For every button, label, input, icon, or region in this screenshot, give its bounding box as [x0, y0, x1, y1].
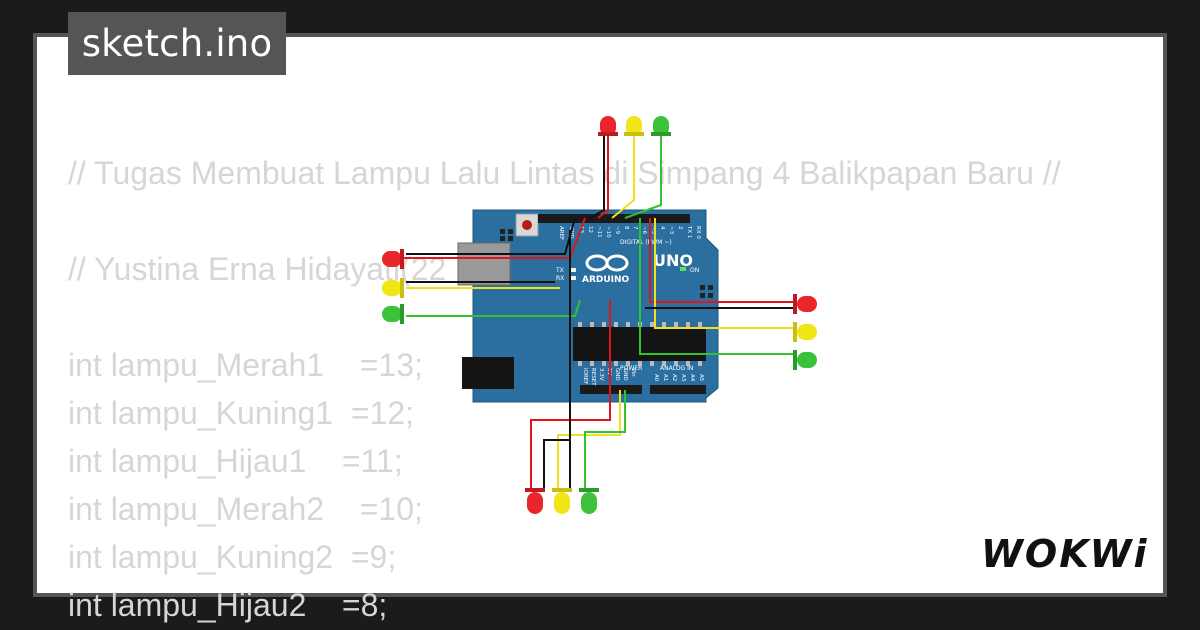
arduino-logo-text: ARDUINO — [582, 275, 630, 285]
power-jack — [462, 357, 514, 389]
code-line: int lampu_Hijau1 =11; — [68, 443, 403, 479]
pin-label: IOREF — [582, 368, 588, 384]
code-line: int lampu_Merah1 =13; — [68, 347, 423, 383]
reset-button[interactable] — [522, 220, 532, 230]
wires — [402, 136, 793, 488]
led-right-yellow[interactable] — [793, 322, 817, 342]
arduino-logo-icon — [585, 254, 629, 272]
tx-label: TX — [555, 267, 564, 274]
pin-label: 4 — [659, 226, 665, 230]
pin-label: 3.3V — [598, 368, 604, 381]
wokwi-logo[interactable]: WOKWi — [975, 527, 1151, 583]
pin-label: A5 — [698, 374, 704, 382]
led-right-red[interactable] — [793, 294, 817, 314]
pin-label: RESET — [590, 368, 596, 386]
pin-label: 8 — [623, 226, 629, 230]
arduino-uno-board[interactable]: ARDUINO UNO DIGITAL (PWM ~) ANALOG IN PO… — [457, 209, 719, 403]
code-line: int lampu_Hijau2 =8; — [68, 587, 388, 623]
led-bottom-yellow[interactable] — [552, 488, 572, 514]
pin-label: A1 — [662, 374, 668, 381]
pin-label: GND — [614, 368, 620, 381]
digital-label: DIGITAL (PWM ~) — [620, 239, 672, 246]
pin-label: Vin — [630, 368, 636, 377]
pin-label: ~3 — [668, 226, 674, 235]
code-line: int lampu_Merah2 =10; — [68, 491, 423, 527]
pin-label: TX 1 — [686, 225, 692, 238]
led-right-green[interactable] — [793, 350, 817, 370]
tx-led — [570, 268, 576, 272]
pin-label: A2 — [671, 374, 677, 381]
led-bottom-green[interactable] — [579, 488, 599, 514]
preview-card[interactable]: // Tugas Membuat Lampu Lalu Lintas di Si… — [37, 37, 1163, 623]
circuit-diagram[interactable]: ARDUINO UNO DIGITAL (PWM ~) ANALOG IN PO… — [37, 37, 1163, 593]
usb-port — [457, 242, 511, 286]
wokwi-logo-text: WOKWi — [981, 532, 1149, 576]
rx-led — [570, 276, 576, 280]
code-line: int lampu_Kuning2 =9; — [68, 539, 397, 575]
led-left-red[interactable] — [382, 249, 404, 269]
analog-label: ANALOG IN — [660, 365, 693, 372]
pin-label: AREF — [558, 226, 564, 240]
pin-label: A3 — [680, 374, 686, 382]
pin-label: A4 — [689, 374, 695, 382]
power-label: POWER — [620, 365, 642, 372]
code-line: // Tugas Membuat Lampu Lalu Lintas di Si… — [68, 155, 1061, 191]
on-label: ON — [690, 267, 699, 274]
pin-label: ~9 — [614, 226, 620, 235]
board-model: UNO — [653, 251, 693, 270]
power-led — [680, 267, 686, 271]
analog-header — [650, 385, 706, 394]
led-top-green[interactable] — [651, 116, 671, 136]
pin-label: 2 — [677, 226, 683, 230]
pin-label: A0 — [653, 374, 659, 382]
code-line: int lampu_Kuning1 =12; — [68, 395, 415, 431]
digital-header — [538, 214, 690, 223]
code-preview: // Tugas Membuat Lampu Lalu Lintas di Si… — [68, 149, 1061, 629]
pin-label: RX 0 — [695, 226, 701, 239]
pin-label: ~10 — [605, 226, 611, 238]
led-top-yellow[interactable] — [624, 116, 644, 136]
led-bottom-red[interactable] — [525, 488, 545, 514]
led-left-green[interactable] — [382, 304, 404, 324]
pin-label: 12 — [587, 226, 593, 233]
pin-label: ~11 — [596, 226, 602, 238]
rx-label: RX — [556, 275, 564, 282]
pin-label: ~5 — [650, 226, 656, 235]
pin-label: ~6 — [641, 226, 647, 235]
led-left-yellow[interactable] — [382, 278, 404, 298]
pin-label: GND — [622, 368, 628, 381]
pin-label: 7 — [632, 226, 638, 230]
leds[interactable] — [382, 116, 817, 514]
led-top-red[interactable] — [598, 116, 618, 136]
project-title[interactable]: sketch.ino — [68, 12, 286, 75]
